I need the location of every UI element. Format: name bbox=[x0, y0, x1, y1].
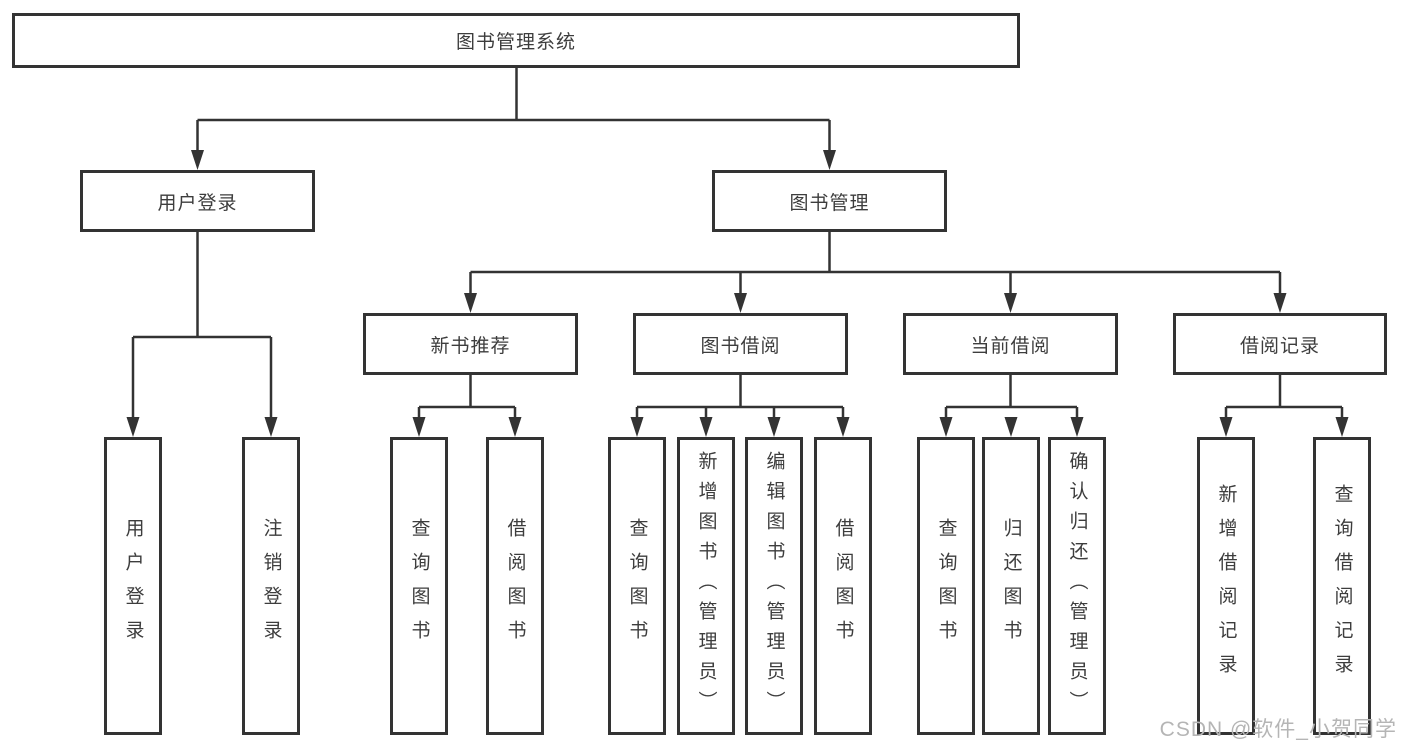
node-label: 归还图书 bbox=[1000, 518, 1022, 654]
node-label: 新书推荐 bbox=[430, 335, 511, 357]
leaf-add-books-admin: 新增图书（管理员） bbox=[677, 437, 735, 735]
leaf-query-books-recommend: 查询图书 bbox=[390, 437, 448, 735]
node-label: 借阅图书 bbox=[504, 518, 526, 654]
leaf-borrow-books: 借阅图书 bbox=[814, 437, 872, 735]
node-current-borrowing: 当前借阅 bbox=[903, 313, 1118, 375]
node-label: 图书借阅 bbox=[700, 335, 781, 357]
csdn-watermark: CSDN @软件_小贺同学 bbox=[1159, 718, 1397, 741]
node-label: 借阅图书 bbox=[832, 518, 854, 654]
node-label: 用户登录 bbox=[157, 192, 238, 214]
node-label: 编辑图书（管理员） bbox=[763, 451, 785, 721]
leaf-user-login: 用户登录 bbox=[104, 437, 162, 735]
node-label: 图书管理 bbox=[789, 192, 870, 214]
node-label: 注销登录 bbox=[260, 518, 282, 654]
node-user-login: 用户登录 bbox=[80, 170, 315, 232]
node-book-management: 图书管理 bbox=[712, 170, 947, 232]
node-borrowing-records: 借阅记录 bbox=[1173, 313, 1387, 375]
leaf-add-borrow-record: 新增借阅记录 bbox=[1197, 437, 1255, 735]
node-label: 当前借阅 bbox=[970, 335, 1051, 357]
leaf-confirm-return-admin: 确认归还（管理员） bbox=[1048, 437, 1106, 735]
leaf-query-books-borrow: 查询图书 bbox=[608, 437, 666, 735]
node-root-library-system: 图书管理系统 bbox=[12, 13, 1020, 68]
node-label: 用户登录 bbox=[122, 518, 144, 654]
node-label: 查询图书 bbox=[935, 518, 957, 654]
leaf-query-borrow-record: 查询借阅记录 bbox=[1313, 437, 1371, 735]
node-label: 图书管理系统 bbox=[455, 32, 576, 53]
leaf-logout: 注销登录 bbox=[242, 437, 300, 735]
node-label: 查询图书 bbox=[408, 518, 430, 654]
node-label: 确认归还（管理员） bbox=[1066, 451, 1088, 721]
node-label: 查询图书 bbox=[626, 518, 648, 654]
leaf-edit-books-admin: 编辑图书（管理员） bbox=[745, 437, 803, 735]
node-label: 新增借阅记录 bbox=[1215, 484, 1237, 688]
leaf-borrow-books-recommend: 借阅图书 bbox=[486, 437, 544, 735]
leaf-return-books: 归还图书 bbox=[982, 437, 1040, 735]
node-book-borrowing: 图书借阅 bbox=[633, 313, 848, 375]
node-new-book-recommend: 新书推荐 bbox=[363, 313, 578, 375]
node-label: 借阅记录 bbox=[1239, 335, 1320, 357]
leaf-query-books-current: 查询图书 bbox=[917, 437, 975, 735]
node-label: 新增图书（管理员） bbox=[695, 451, 717, 721]
node-label: 查询借阅记录 bbox=[1331, 484, 1353, 688]
